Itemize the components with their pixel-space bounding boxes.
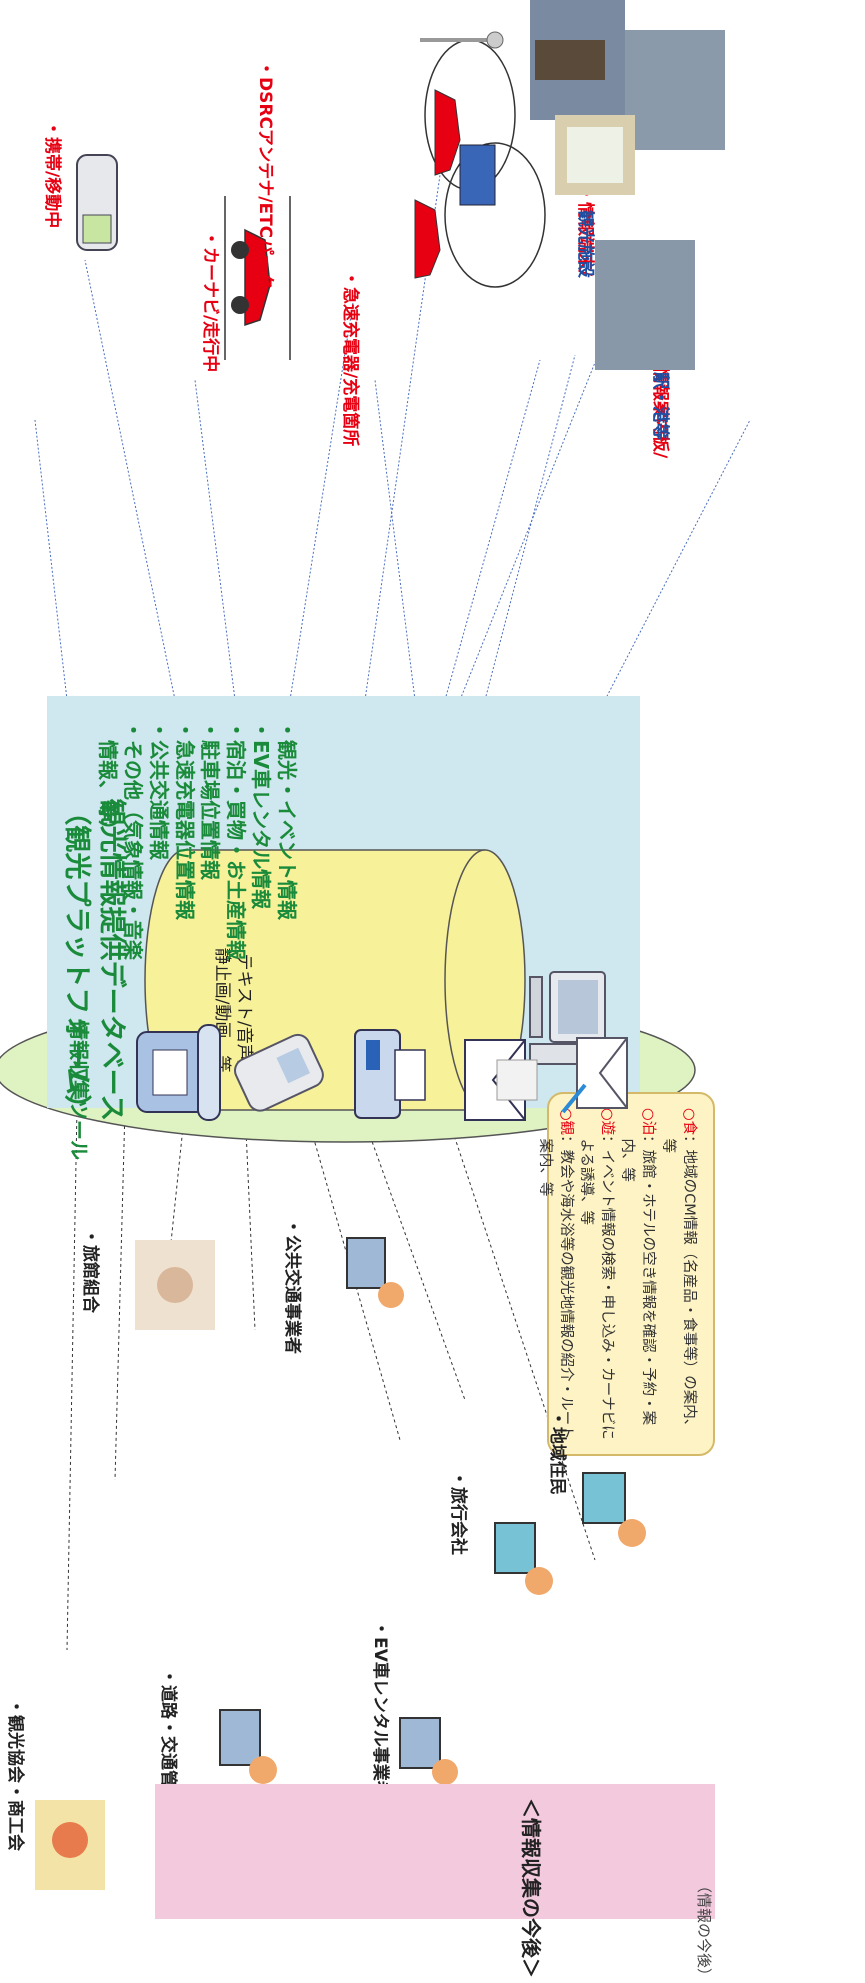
- channel-mobile: ・携帯/移動中: [42, 120, 62, 229]
- tourism-facility-photo: [530, 0, 625, 120]
- contributor-public-transport: ・公共交通事業者: [282, 1218, 302, 1354]
- future-subtitle: （情報の今後）: [695, 1878, 713, 1983]
- example-notes: ○食：地域のCM情報（名産品・食事等）の案内、等 ○泊：旅館・ホテルの空き情報を…: [537, 1092, 715, 1456]
- phone-icon: [136, 1024, 221, 1121]
- channel-dsrc: ・DSRCアンテナ/ETCパーク: [255, 60, 275, 290]
- example-food: ○食：地域のCM情報（名産品・食事等）の案内、等: [660, 1108, 697, 1434]
- mail-icon: [464, 1039, 538, 1121]
- fax-icon: [354, 1029, 426, 1119]
- info-terminal-photo: [555, 115, 635, 195]
- port-photo: [595, 240, 695, 370]
- future-title: ＜情報収集の今後＞: [519, 1798, 543, 1978]
- person-computer-icon: [494, 1522, 553, 1595]
- person-computer-icon: [135, 1240, 215, 1330]
- channel-carnavi: ・カーナビ/走行中: [200, 230, 220, 373]
- person-computer-icon: [346, 1237, 404, 1308]
- mobile-phone-icon: [234, 1033, 324, 1112]
- contributor-inn-union: ・旅館組合: [80, 1228, 100, 1313]
- person-computer-icon: [219, 1709, 277, 1784]
- station-photo: [625, 30, 725, 150]
- car-icon: [231, 228, 271, 327]
- channel-signboard-line2: 駅・港等: [650, 372, 670, 440]
- database-item: ・EV車レンタル情報: [249, 720, 274, 910]
- person-computer-icon: [399, 1717, 458, 1785]
- email-icon: [561, 1037, 628, 1114]
- example-stay: ○泊：旅館・ホテルの空き情報を確認・予約・案内、等: [619, 1108, 656, 1426]
- server-computer-icon: [529, 971, 606, 1065]
- antenna-icon: [420, 31, 504, 176]
- database-item: ・観光・イベント情報: [275, 720, 299, 920]
- contributor-tourism-association: ・観光協会・商工会: [5, 1698, 25, 1851]
- person-computer-icon: [35, 1800, 105, 1890]
- example-sightseeing: ○観：教会や海水浴等の観光地情報の紹介・ルート案内、等: [536, 1108, 574, 1440]
- person-computer-icon: [582, 1472, 646, 1547]
- channel-charger: ・急速充電器/充電箇所: [340, 270, 360, 447]
- mobile-phone-icon: [76, 154, 118, 251]
- charger-icon: [414, 144, 496, 279]
- collection-tools-title: 情報収集ツール: [67, 1020, 91, 1160]
- future-section: [155, 1784, 715, 1919]
- diagram-canvas: 観光情報提供データベース （観光プラットフォーム） テキスト/音声/ 静止画/動…: [0, 0, 751, 1983]
- example-play: ○遊：イベント情報の検索・申し込み・カーナビによる誘導、等: [578, 1108, 615, 1440]
